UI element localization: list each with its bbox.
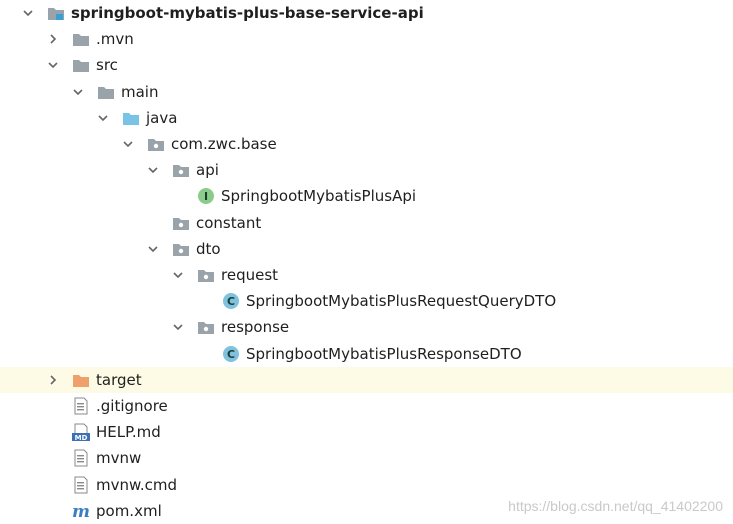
chevron-down-icon[interactable]: [147, 164, 159, 176]
chevron-down-icon[interactable]: [172, 321, 184, 333]
chevron-down-icon[interactable]: [147, 243, 159, 255]
package-icon: [197, 266, 215, 284]
tree-item-label: SpringbootMybatisPlusApi: [221, 187, 417, 206]
svg-text:C: C: [227, 295, 235, 308]
tree-item-label: .mvn: [96, 30, 134, 49]
tree-item-label: pom.xml: [96, 501, 162, 520]
source-folder-icon: [122, 109, 140, 127]
tree-row[interactable]: constant: [0, 210, 733, 236]
svg-text:I: I: [204, 190, 208, 203]
chevron-right-icon[interactable]: [47, 33, 59, 45]
tree-row[interactable]: api: [0, 157, 733, 183]
tree-item-label: HELP.md: [96, 423, 161, 442]
tree-row[interactable]: C SpringbootMybatisPlusResponseDTO: [0, 341, 733, 367]
chevron-down-icon[interactable]: [97, 112, 109, 124]
tree-item-label: SpringbootMybatisPlusResponseDTO: [246, 344, 522, 363]
package-icon: [172, 214, 190, 232]
package-icon: [172, 240, 190, 258]
module-folder-icon: [47, 4, 65, 22]
tree-row[interactable]: springboot-mybatis-plus-base-service-api: [0, 0, 733, 26]
tree-row[interactable]: mvnw.cmd: [0, 472, 733, 498]
chevron-down-icon[interactable]: [122, 138, 134, 150]
package-icon: [172, 161, 190, 179]
tree-row[interactable]: response: [0, 314, 733, 340]
interface-icon: I: [197, 187, 215, 205]
tree-row[interactable]: C SpringbootMybatisPlusRequestQueryDTO: [0, 288, 733, 314]
tree-row[interactable]: mvnw: [0, 445, 733, 471]
markdown-file-icon: MD: [72, 423, 90, 442]
class-icon: C: [222, 292, 240, 310]
tree-item-label: main: [121, 82, 159, 101]
tree-item-label: com.zwc.base: [171, 135, 277, 153]
text-file-icon: [72, 449, 90, 467]
chevron-down-icon[interactable]: [72, 86, 84, 98]
tree-item-label: target: [96, 370, 142, 389]
tree-row[interactable]: dto: [0, 236, 733, 262]
tree-item-label: SpringbootMybatisPlusRequestQueryDTO: [246, 292, 557, 311]
tree-row[interactable]: request: [0, 262, 733, 288]
chevron-down-icon[interactable]: [22, 7, 34, 19]
tree-item-label: request: [221, 266, 279, 284]
tree-item-label: constant: [196, 213, 262, 232]
tree-row[interactable]: com.zwc.base: [0, 131, 733, 157]
folder-icon: [97, 83, 115, 101]
tree-item-label: response: [221, 318, 290, 337]
tree-item-label: mvnw.cmd: [96, 475, 178, 494]
tree-item-label: mvnw: [96, 449, 142, 468]
package-icon: [197, 318, 215, 336]
tree-item-label: dto: [196, 239, 221, 258]
watermark: https://blog.csdn.net/qq_41402200: [508, 498, 723, 514]
svg-text:MD: MD: [75, 434, 88, 441]
tree-row[interactable]: I SpringbootMybatisPlusApi: [0, 183, 733, 209]
folder-icon: [72, 30, 90, 48]
tree-item-label: java: [146, 108, 178, 127]
svg-text:C: C: [227, 348, 235, 361]
tree-row[interactable]: java: [0, 105, 733, 131]
folder-icon: [72, 56, 90, 74]
excluded-folder-icon: [72, 371, 90, 389]
tree-row[interactable]: .mvn: [0, 26, 733, 52]
tree-item-label: src: [96, 56, 118, 75]
tree-item-label: .gitignore: [96, 397, 168, 415]
chevron-down-icon[interactable]: [47, 59, 59, 71]
tree-row[interactable]: main: [0, 79, 733, 105]
tree-row[interactable]: src: [0, 52, 733, 78]
tree-row[interactable]: MD HELP.md: [0, 419, 733, 445]
text-file-icon: [72, 476, 90, 494]
tree-row[interactable]: .gitignore: [0, 393, 733, 419]
tree-item-label: springboot-mybatis-plus-base-service-api: [71, 4, 424, 22]
package-icon: [147, 135, 165, 153]
tree-row[interactable]: target: [0, 366, 733, 393]
tree-item-label: api: [196, 161, 219, 180]
maven-file-icon: m: [72, 502, 90, 520]
tree-row[interactable]: m pom.xml: [0, 498, 733, 524]
text-file-icon: [72, 397, 90, 415]
svg-text:m: m: [72, 502, 90, 520]
chevron-right-icon[interactable]: [47, 374, 59, 386]
chevron-down-icon[interactable]: [172, 269, 184, 281]
class-icon: C: [222, 345, 240, 363]
